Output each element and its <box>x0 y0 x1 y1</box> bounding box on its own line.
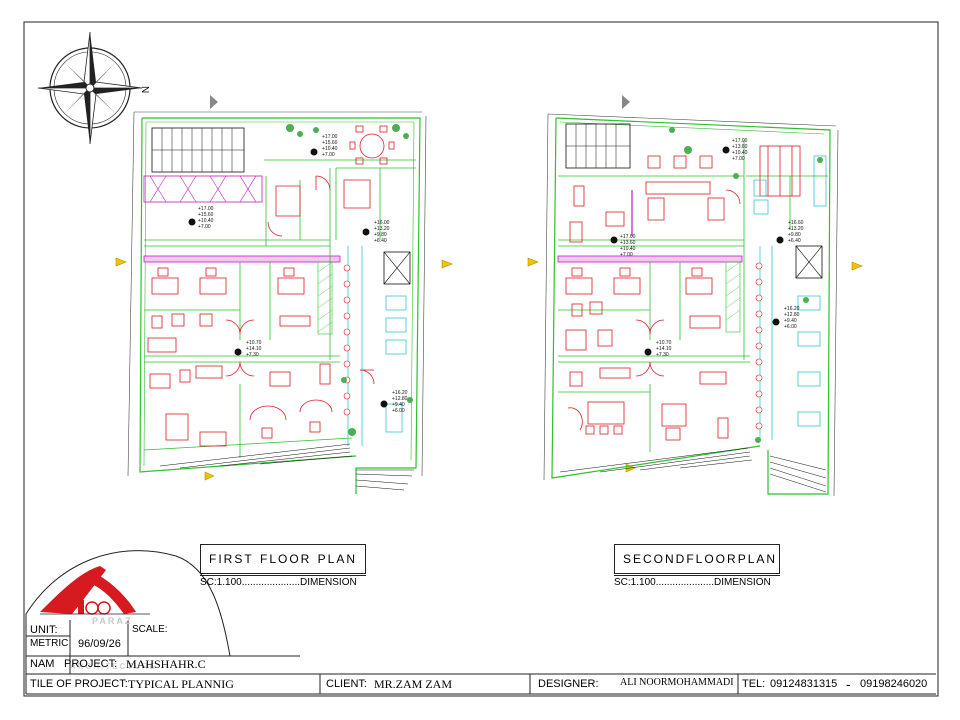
svg-text:+13.20: +13.20 <box>788 226 804 232</box>
first-level-c: +10.70 +14.10 +7.30 <box>246 340 262 358</box>
first-level-e: +16.20 +12.80 +9.40 +6.00 <box>392 390 408 414</box>
tel-number-1: 09124831315 <box>770 678 838 690</box>
svg-text:+7.00: +7.00 <box>620 252 633 258</box>
svg-text:+12.80: +12.80 <box>784 312 800 318</box>
svg-text:+16.00: +16.00 <box>374 220 390 226</box>
unit-value: METRIC <box>30 638 69 649</box>
logo-tagline: ARCHITECTURE <box>70 662 158 671</box>
first-title-word-3: PLAN <box>317 552 357 566</box>
designer-label: DESIGNER: <box>538 678 599 690</box>
second-level-e: +16.20 +12.80 +9.40 +6.00 <box>784 306 800 330</box>
svg-text:+16.20: +16.20 <box>784 306 800 312</box>
svg-text:+9.80: +9.80 <box>788 232 801 238</box>
svg-text:+10.40: +10.40 <box>620 246 636 252</box>
svg-text:+7.30: +7.30 <box>656 352 669 358</box>
second-floor-plan <box>527 95 863 497</box>
second-floor-scale: SC:1.100.....................DIMENSION <box>614 575 780 588</box>
project-value: MAHSHAHR.C <box>126 657 206 671</box>
tel-label: TEL: <box>742 678 766 690</box>
title-block-lines <box>25 620 936 695</box>
svg-text:+7.00: +7.00 <box>732 156 745 162</box>
project-label: PROJECT: <box>64 658 118 670</box>
date-value: 96/09/26 <box>78 638 121 650</box>
svg-text:+6.40: +6.40 <box>374 238 387 244</box>
second-floor-plan-title: SECOND FLOOR PLAN <box>614 544 780 574</box>
svg-text:+14.10: +14.10 <box>246 346 262 352</box>
svg-text:+17.00: +17.00 <box>198 206 214 212</box>
svg-text:+9.40: +9.40 <box>784 318 797 324</box>
svg-text:+7.00: +7.00 <box>198 224 211 230</box>
logo-name: PARAZ <box>92 616 133 626</box>
second-title-word-2: FLOOR <box>686 552 738 566</box>
tel-number-2: 09198246020 <box>860 678 928 690</box>
svg-text:+12.80: +12.80 <box>392 396 408 402</box>
first-title-word-1: FIRST <box>209 552 254 566</box>
second-level-d: +16.60 +13.20 +9.80 +6.40 <box>788 220 804 244</box>
first-title-word-2: FLOOR <box>259 552 312 566</box>
svg-text:+10.40: +10.40 <box>732 150 748 156</box>
title-value: TYPICAL PLANNIG <box>128 677 234 691</box>
client-label: CLIENT: <box>326 678 367 690</box>
second-level-a: +17.00 +13.60 +10.40 +7.00 <box>732 138 748 162</box>
second-level-c: +10.70 +14.10 +7.30 <box>656 340 672 358</box>
first-floor-plan-title: FIRST FLOOR PLAN <box>200 544 366 574</box>
svg-text:+7.30: +7.30 <box>246 352 259 358</box>
unit-label: UNIT: <box>30 624 58 636</box>
svg-text:+15.60: +15.60 <box>198 212 214 218</box>
designer-value: ALI NOORMOHAMMADI <box>620 677 734 688</box>
sheet-border <box>23 21 939 697</box>
first-floor-plan <box>115 95 453 494</box>
svg-text:+10.70: +10.70 <box>656 340 672 346</box>
second-level-b: +17.00 +13.60 +10.40 +7.00 <box>620 234 636 258</box>
second-title-word-1: SECOND <box>623 552 687 566</box>
svg-text:+6.00: +6.00 <box>784 324 797 330</box>
svg-text:+14.10: +14.10 <box>656 346 672 352</box>
north-label: N <box>139 86 150 93</box>
client-value: MR.ZAM ZAM <box>374 677 453 691</box>
svg-text:+13.60: +13.60 <box>620 240 636 246</box>
svg-text:+17.00: +17.00 <box>620 234 636 240</box>
svg-text:+7.00: +7.00 <box>322 152 335 158</box>
svg-text:+10.70: +10.70 <box>246 340 262 346</box>
tel-separator: - <box>846 676 851 692</box>
scale-label: SCALE: <box>132 624 168 635</box>
svg-text:+9.40: +9.40 <box>392 402 405 408</box>
svg-text:+15.60: +15.60 <box>322 140 338 146</box>
first-level-b: +17.00 +15.60 +10.40 +7.00 <box>198 206 214 230</box>
name-label: NAM <box>30 658 55 670</box>
svg-text:+6.40: +6.40 <box>788 238 801 244</box>
north-arrow-icon <box>37 31 143 145</box>
first-level-a: +17.00 +15.60 +10.40 +7.00 <box>322 134 338 158</box>
logo-icon <box>25 550 231 657</box>
svg-text:+9.80: +9.80 <box>374 232 387 238</box>
second-title-word-3: PLAN <box>737 552 778 566</box>
svg-text:+13.20: +13.20 <box>374 226 390 232</box>
svg-text:+16.60: +16.60 <box>788 220 804 226</box>
svg-text:+17.00: +17.00 <box>732 138 748 144</box>
title-label: TILE OF PROJECT: <box>30 678 128 690</box>
first-floor-scale: SC:1.100.....................DIMENSION <box>200 575 366 588</box>
svg-text:+10.40: +10.40 <box>322 146 338 152</box>
svg-text:+16.20: +16.20 <box>392 390 408 396</box>
svg-text:+6.00: +6.00 <box>392 408 405 414</box>
svg-text:+13.60: +13.60 <box>732 144 748 150</box>
svg-text:+17.00: +17.00 <box>322 134 338 140</box>
svg-text:+10.40: +10.40 <box>198 218 214 224</box>
first-level-d: +16.00 +13.20 +9.80 +6.40 <box>374 220 390 244</box>
